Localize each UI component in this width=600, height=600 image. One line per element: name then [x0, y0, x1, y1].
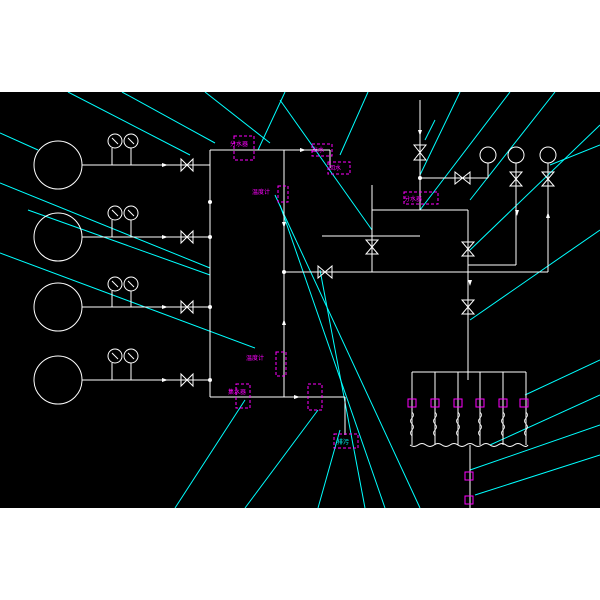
gate-valve-icon	[460, 299, 476, 315]
leader-lines	[0, 92, 600, 508]
gate-valve-icon	[317, 264, 333, 280]
supply-header-tag: 分水器	[230, 140, 248, 148]
flow-arrows	[162, 130, 550, 399]
tag-labels: 分水器 出水 回水 温度计 温度计 集水器 分水器 排污	[228, 140, 422, 446]
coil-wiggles	[410, 411, 528, 437]
gate-valve-icon	[180, 157, 194, 173]
upper-thermometer-tag: 温度计	[252, 188, 270, 196]
gate-valve-icon	[508, 171, 524, 187]
gate-valve-icon	[540, 171, 556, 187]
outlet-tag: 出水	[312, 146, 324, 154]
gate-valve-icon	[180, 299, 194, 315]
thermometer-icon	[539, 146, 557, 164]
boiler-icon	[33, 282, 83, 332]
main-piping	[209, 100, 557, 508]
return-outlet-tag: 回水	[329, 164, 341, 172]
return-header-tag: 集水器	[228, 388, 246, 396]
thermometer-icon	[479, 146, 497, 164]
gate-valve-icon	[460, 241, 476, 257]
gate-valve-icon	[454, 170, 471, 186]
pressure-gauge-icon	[107, 276, 123, 292]
boiler-outlets	[82, 133, 210, 388]
thermometer-icon	[507, 146, 525, 164]
boiler-icon	[33, 140, 83, 190]
gate-valve-icon	[412, 144, 428, 161]
boiler-icon	[33, 355, 83, 405]
pressure-gauge-icon	[107, 133, 123, 149]
drain-tag: 排污	[337, 438, 349, 446]
manifold-tags	[407, 398, 529, 505]
gate-valve-icon	[364, 239, 380, 255]
cad-drawing-canvas: 分水器 出水 回水 温度计 温度计 集水器 分水器 排污	[0, 92, 600, 508]
gate-valve-icon	[180, 372, 194, 388]
pressure-gauge-icon	[107, 205, 123, 221]
piping-diagram: 分水器 出水 回水 温度计 温度计 集水器 分水器 排污	[0, 92, 600, 508]
pressure-gauge-icon	[107, 348, 123, 364]
mid-header-tag: 分水器	[404, 195, 422, 203]
tag-boxes	[233, 135, 439, 449]
gate-valve-icon	[180, 229, 194, 245]
boilers	[33, 140, 83, 405]
lower-thermometer-tag: 温度计	[246, 354, 264, 362]
